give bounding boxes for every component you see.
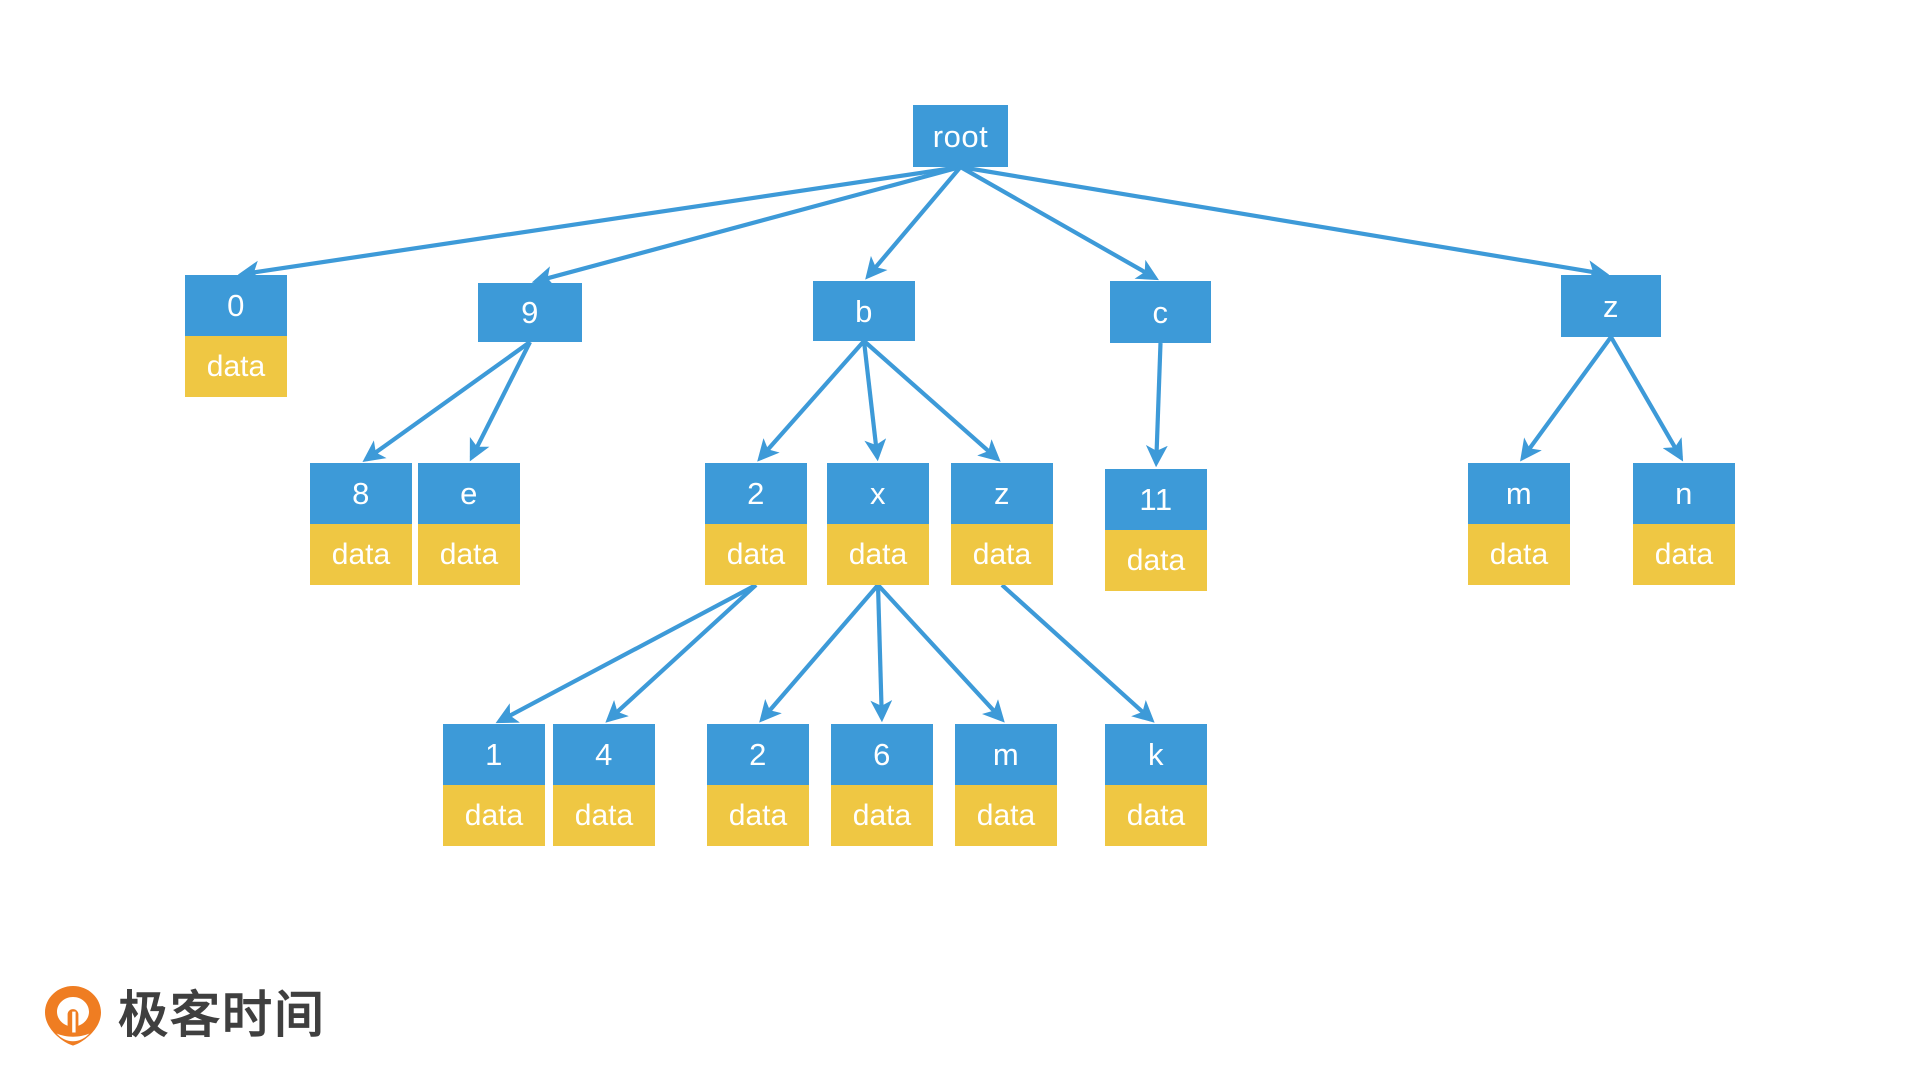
node-key-label: 1 [443, 724, 545, 785]
node-key-label: 6 [831, 724, 933, 785]
brand-logo: 极客时间 [42, 984, 326, 1046]
node-key-label: k [1105, 724, 1207, 785]
node-data-label: data [418, 524, 520, 585]
tree-node-nz[interactable]: z [1561, 275, 1661, 337]
node-data-label: data [310, 524, 412, 585]
node-data-label: data [553, 785, 655, 846]
tree-node-root[interactable]: root [913, 105, 1008, 167]
node-data-label: data [1468, 524, 1570, 585]
node-key-label: x [827, 463, 929, 524]
tree-node-nc[interactable]: c [1110, 281, 1211, 343]
tree-node-n9[interactable]: 9 [478, 283, 582, 342]
node-data-label: data [1105, 530, 1207, 591]
node-key-label: 9 [478, 283, 582, 342]
tree-edge-root-to-nz [960, 164, 1610, 282]
node-data-label: data [831, 785, 933, 846]
node-data-label: data [443, 785, 545, 846]
tree-edge-nc-to-n11 [1145, 342, 1168, 468]
geektime-logo-icon [42, 984, 104, 1046]
node-key-label: m [955, 724, 1057, 785]
node-data-label: data [185, 336, 287, 397]
node-key-label: m [1468, 463, 1570, 524]
node-key-label: e [418, 463, 520, 524]
node-key-label: 8 [310, 463, 412, 524]
tree-edge-root-to-nc [959, 165, 1159, 281]
tree-node-nb[interactable]: b [813, 281, 915, 341]
tree-edge-nz-to-nn [1609, 335, 1684, 462]
tree-edge-root-to-n0 [237, 164, 961, 283]
node-key-label: 0 [185, 275, 287, 336]
node-key-label: z [951, 463, 1053, 524]
node-key-label: root [913, 105, 1008, 167]
tree-edge-nz2-to-nk [1000, 583, 1155, 723]
node-data-label: data [705, 524, 807, 585]
node-key-label: 4 [553, 724, 655, 785]
tree-edge-n9-to-n8 [362, 340, 532, 462]
node-key-label: z [1561, 275, 1661, 337]
node-data-label: data [1633, 524, 1735, 585]
node-data-label: data [1105, 785, 1207, 846]
brand-name: 极客时间 [118, 986, 326, 1044]
node-data-label: data [707, 785, 809, 846]
tree-edge-nb-to-nz2 [862, 339, 1001, 462]
node-key-label: c [1110, 281, 1211, 343]
node-data-label: data [827, 524, 929, 585]
node-data-label: data [955, 785, 1057, 846]
node-data-label: data [951, 524, 1053, 585]
tree-edge-n2a-to-n4 [605, 583, 758, 723]
node-key-label: 2 [705, 463, 807, 524]
tree-edge-root-to-n9 [531, 164, 962, 288]
tree-edge-nx-to-nmb [876, 583, 1005, 723]
tree-edge-nb-to-n2a [757, 339, 866, 462]
edge-group [237, 164, 1684, 724]
node-key-label: b [813, 281, 915, 341]
tree-edge-n2a-to-n1 [495, 583, 757, 724]
tree-edge-n9-to-ne [469, 341, 532, 462]
tree-edge-nb-to-nx [861, 340, 887, 462]
node-key-label: 11 [1105, 469, 1207, 530]
tree-edge-nx-to-n2b [759, 583, 880, 723]
node-key-label: 2 [707, 724, 809, 785]
tree-edge-nx-to-n6 [870, 584, 893, 723]
node-key-label: n [1633, 463, 1735, 524]
tree-edge-nz-to-nm [1520, 335, 1613, 462]
tree-edge-root-to-nb [865, 165, 963, 280]
